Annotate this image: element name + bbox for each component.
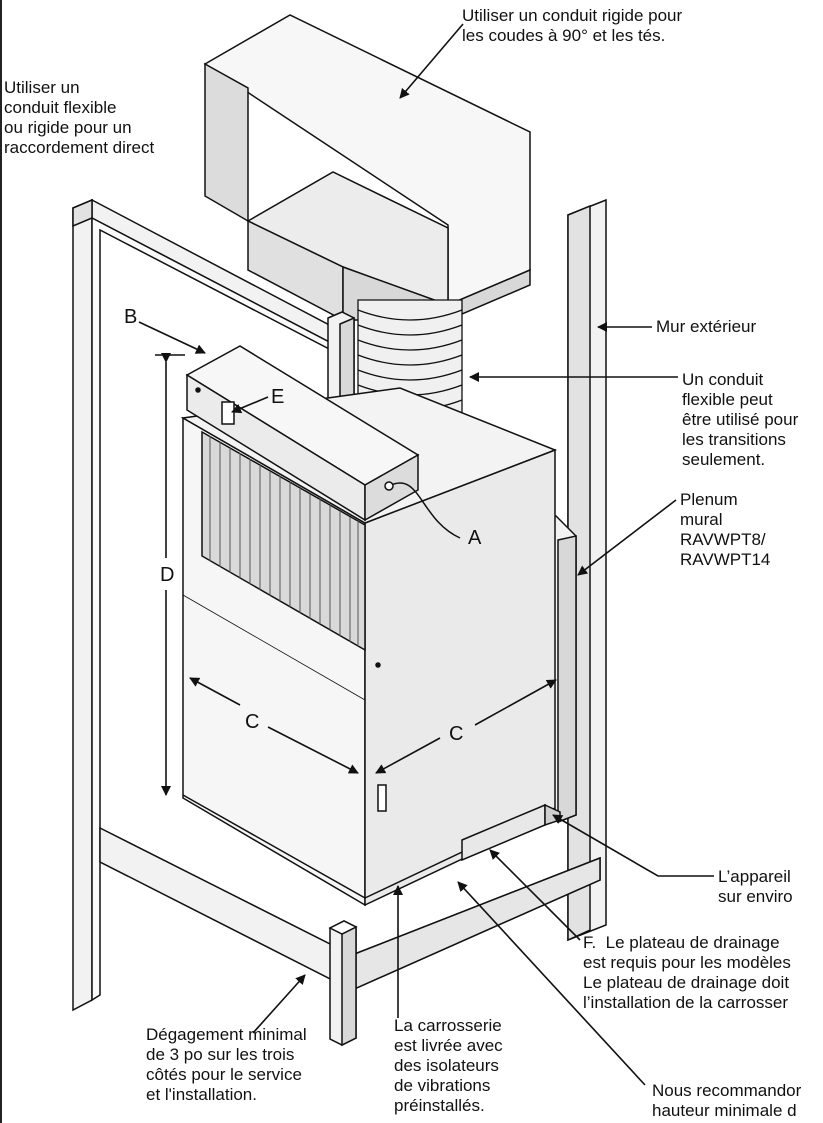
- letter-d: D: [160, 564, 175, 586]
- label-appliance: L’appareil sur enviro: [718, 867, 793, 906]
- letter-a: A: [468, 527, 482, 549]
- return-grille: [201, 430, 366, 652]
- label-exterior-wall: Mur extérieur: [656, 317, 757, 336]
- letter-c-right: C: [449, 723, 464, 745]
- label-direct-connection: Utiliser un conduit flexible ou rigide p…: [4, 78, 155, 157]
- letter-c-left: C: [245, 711, 260, 733]
- letter-e: E: [271, 386, 285, 408]
- label-cabinet: La carrosserie est livrée avec des isola…: [394, 1016, 503, 1115]
- label-rigid-duct: Utiliser un conduit rigide pour les coud…: [462, 6, 683, 45]
- front-post: [328, 920, 358, 1047]
- letter-b: B: [124, 306, 138, 328]
- label-plenum: Plenum mural RAVWPT8/ RAVWPT14: [680, 490, 771, 569]
- label-clearance: Dégagement minimal de 3 po sur les trois…: [146, 1025, 307, 1104]
- unit-details: [375, 481, 461, 812]
- supply-duct: [203, 14, 531, 322]
- label-drain-pan: F. Le plateau de drainage est requis pou…: [583, 933, 791, 1012]
- page-border: [0, 0, 2, 1123]
- left-wall: [72, 198, 336, 1012]
- label-recommendation: Nous recommandor hauteur minimale d: [652, 1081, 802, 1120]
- label-flexible-duct: Un conduit flexible peut être utilisé po…: [682, 370, 799, 469]
- leader-lines: [138, 23, 714, 1086]
